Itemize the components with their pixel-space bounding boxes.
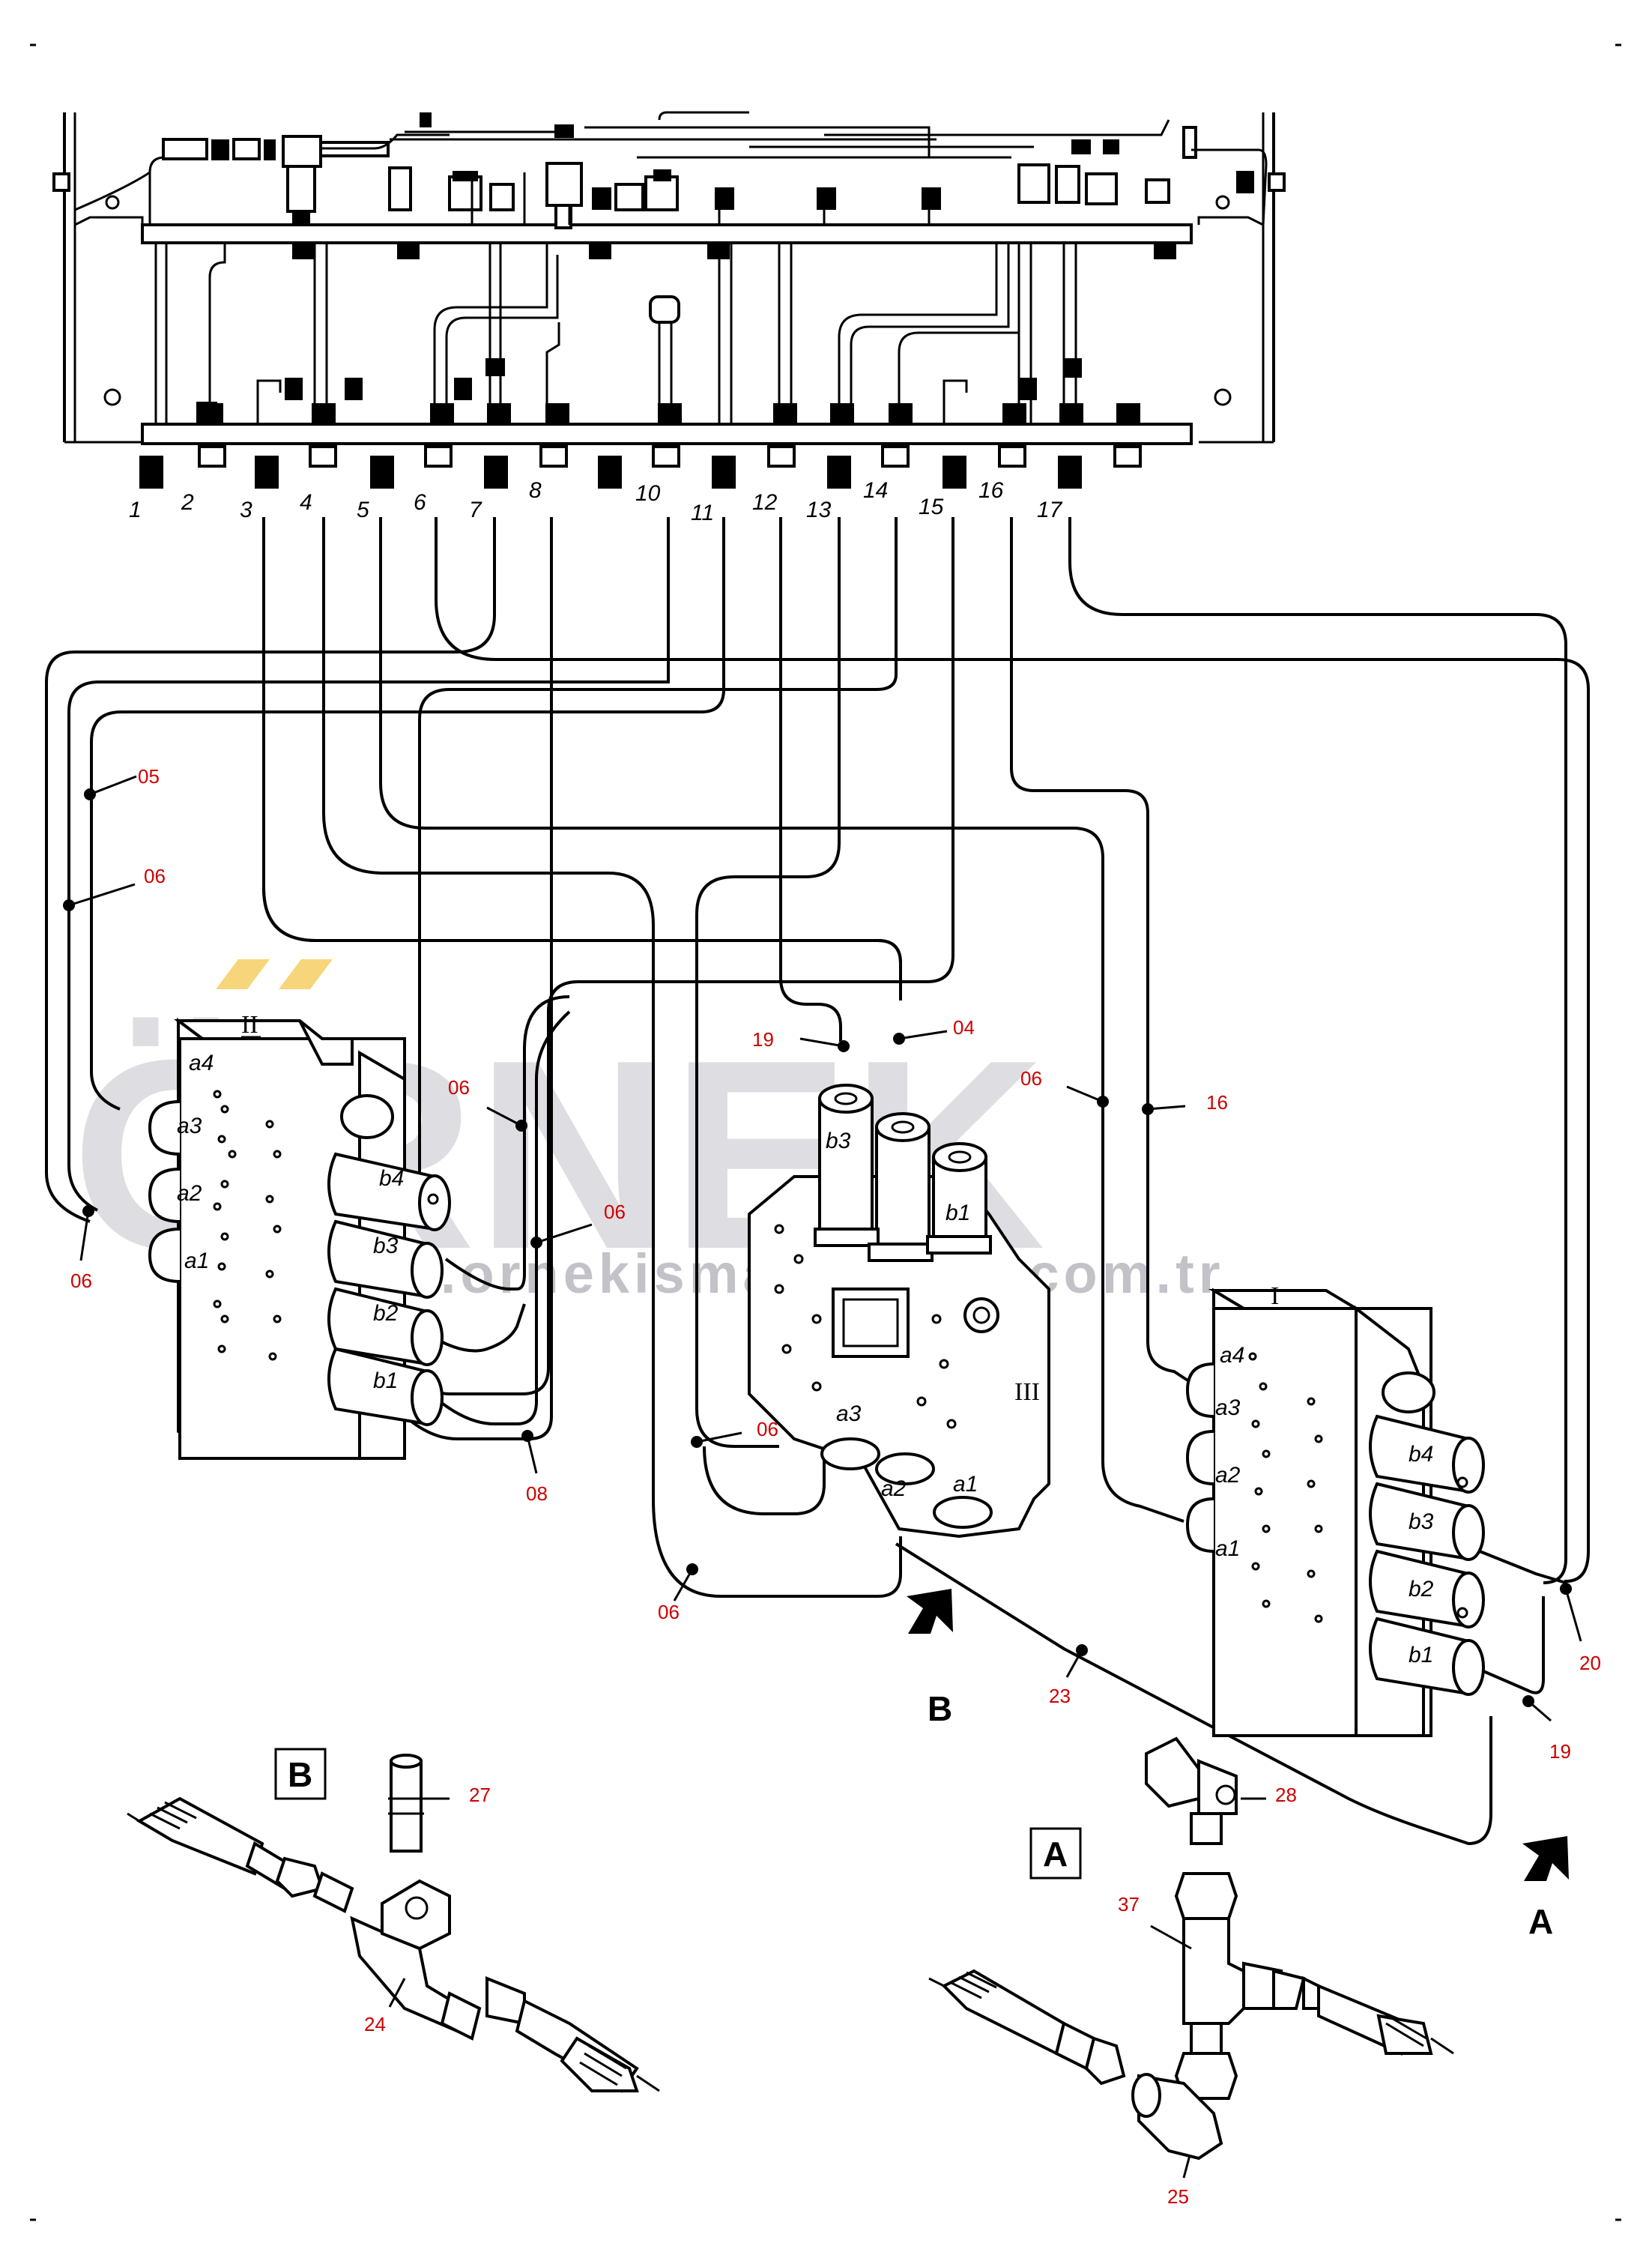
port-label: a1 (1215, 1536, 1240, 1561)
port-label: b1 (945, 1201, 970, 1225)
corner-marks (30, 43, 1621, 2221)
port-label: b4 (379, 1166, 404, 1191)
outlet-number: 5 (357, 498, 369, 522)
port-label: b3 (373, 1234, 399, 1258)
hoses (45, 517, 1590, 1846)
outlet-number: 10 (635, 481, 661, 506)
outlet-number: 16 (978, 478, 1004, 503)
bolt-holes (213, 1090, 282, 1361)
port-label: a3 (177, 1114, 202, 1138)
port-label: b4 (1409, 1442, 1433, 1467)
outlet-numbers: 1 2 3 4 5 6 7 8 10 11 12 13 14 15 16 17 (129, 478, 1063, 525)
arrow-letter: B (928, 1689, 952, 1728)
callouts: 05 06 06 06 06 08 19 04 06 06 06 16 23 2… (63, 765, 1601, 1763)
block-roman: II (241, 1011, 258, 1039)
port-label: b3 (1409, 1509, 1434, 1534)
callout-20: 20 (1579, 1652, 1601, 1674)
outlet-number: 14 (863, 478, 888, 503)
outlet-number: 13 (806, 498, 832, 522)
top-fittings (74, 111, 1268, 229)
part-number: 37 (1118, 1893, 1140, 1916)
valve-block-i: I a4 a3 a2 a1 b4 b3 b2 b1 (1185, 1282, 1485, 1737)
outlet-number: 15 (919, 495, 944, 519)
callout-06: 06 (757, 1418, 778, 1440)
port-label: a1 (184, 1249, 209, 1273)
part-number: 27 (469, 1784, 491, 1806)
callout-19: 19 (752, 1028, 774, 1051)
detail-view-a: A 28 37 25 (928, 1736, 1454, 2208)
outlet-number: 3 (240, 498, 252, 522)
port-label: b2 (373, 1301, 399, 1326)
view-arrow-a: A (1522, 1836, 1569, 1941)
top-cylinders (814, 1084, 992, 1262)
callout-06: 06 (1020, 1067, 1042, 1090)
outlet-number: 17 (1037, 498, 1063, 522)
outlet-number: 2 (181, 490, 194, 515)
outlet-number: 4 (300, 490, 312, 515)
callout-06: 06 (658, 1601, 680, 1623)
outlet-number: 1 (129, 498, 142, 522)
port-label: a2 (177, 1181, 202, 1206)
outlet-number: 7 (469, 498, 482, 522)
port-label: b2 (1409, 1577, 1434, 1602)
callout-05: 05 (138, 765, 160, 788)
valve-block-ii: II a4 a3 a2 a1 b4 b3 b2 b1 (148, 1011, 451, 1460)
arrow-letter: A (1528, 1902, 1553, 1941)
b-port-cylinders (327, 1094, 451, 1426)
view-arrow-b: B (907, 1589, 953, 1728)
port-label: a2 (881, 1476, 907, 1501)
callout-08: 08 (526, 1482, 548, 1505)
port-label: a2 (1215, 1463, 1241, 1488)
block-roman: I (1271, 1282, 1279, 1310)
outlet-number: 12 (752, 490, 778, 515)
port-label: a3 (836, 1401, 862, 1426)
valve-block-iii: III a3 a2 a1 b3 b1 (748, 1084, 1050, 1539)
rail-tubes (154, 243, 1082, 424)
port-label: a4 (1220, 1343, 1244, 1368)
detail-view-b: B 27 24 (127, 1748, 660, 2093)
callout-06: 06 (604, 1201, 626, 1223)
callout-16: 16 (1206, 1091, 1228, 1114)
callout-19: 19 (1549, 1740, 1571, 1763)
outlet-fittings (139, 243, 1176, 489)
block-roman: III (1014, 1378, 1040, 1406)
part-number: 24 (364, 2013, 386, 2035)
port-label: a4 (189, 1051, 214, 1075)
callout-23: 23 (1049, 1685, 1071, 1707)
port-label: b3 (826, 1129, 851, 1153)
detail-letter: A (1043, 1835, 1068, 1874)
port-label: b1 (373, 1368, 398, 1393)
callout-06: 06 (448, 1076, 470, 1099)
detail-letter: B (288, 1755, 312, 1794)
manifold-assembly: 1 2 3 4 5 6 7 8 10 11 12 13 14 15 16 17 (52, 111, 1286, 525)
b-port-cylinders (1369, 1371, 1485, 1696)
outlet-number: 8 (529, 478, 542, 503)
callout-04: 04 (953, 1016, 975, 1039)
callout-06: 06 (144, 865, 166, 887)
port-label: a3 (1215, 1395, 1241, 1420)
part-number: 25 (1167, 2185, 1189, 2208)
outlet-number: 6 (414, 490, 426, 515)
part-number: 28 (1275, 1784, 1297, 1806)
outlet-number: 11 (691, 501, 714, 525)
port-label: a1 (953, 1472, 978, 1497)
port-label: b1 (1409, 1643, 1433, 1667)
callout-06: 06 (70, 1270, 92, 1292)
